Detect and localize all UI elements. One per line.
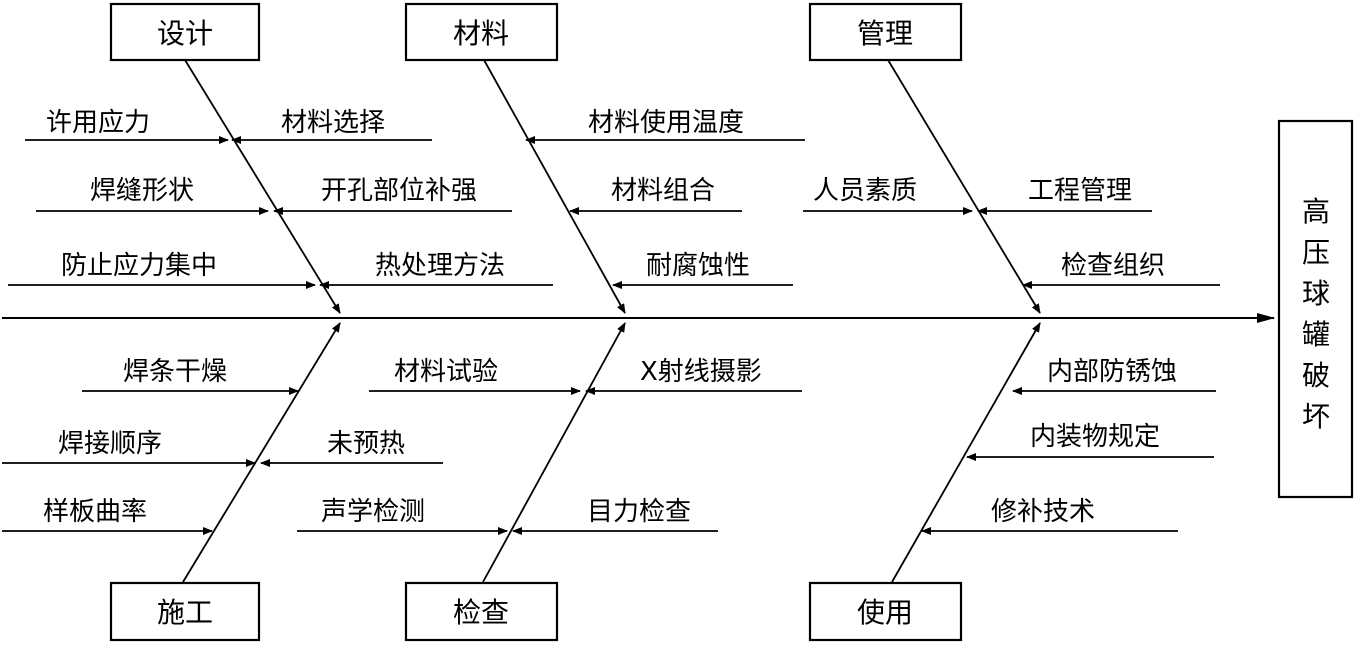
category-construction: 施工 焊条干燥 焊接顺序 未预热 样板曲率: [2, 322, 443, 642]
category-label-management: 管理: [857, 17, 913, 50]
cause-construction-no-preheat: 未预热: [327, 429, 405, 459]
cause-design-material-selection: 材料选择: [281, 108, 385, 138]
cause-design-heat-treatment: 热处理方法: [375, 251, 505, 281]
category-usage: 使用 内部防锈蚀 内装物规定 修补技术: [808, 322, 1216, 642]
cause-management-personnel-quality: 人员素质: [813, 176, 917, 206]
cause-usage-internal-rust-prevention: 内部防锈蚀: [1047, 357, 1177, 387]
bone-design: [184, 59, 341, 314]
bone-construction: [182, 322, 341, 583]
cause-construction-template-curvature: 样板曲率: [43, 497, 147, 527]
effect-char: 破: [1302, 359, 1330, 392]
effect-char: 坏: [1302, 400, 1330, 433]
effect-char: 球: [1302, 277, 1330, 310]
bone-management: [887, 59, 1041, 314]
cause-design-stress-concentration: 防止应力集中: [61, 251, 217, 281]
cause-construction-electrode-drying: 焊条干燥: [123, 357, 227, 387]
cause-material-combination: 材料组合: [611, 176, 715, 206]
effect-box: 高 压 球 罐 破 坏: [1277, 119, 1354, 499]
category-box-construction: [109, 581, 261, 642]
category-box-usage: [808, 581, 963, 642]
cause-design-weld-shape: 焊缝形状: [90, 176, 194, 206]
category-box-inspection: [404, 581, 559, 642]
cause-usage-contents-regulation: 内装物规定: [1030, 422, 1160, 452]
cause-design-opening-reinforcement: 开孔部位补强: [321, 176, 477, 206]
category-design: 设计 许用应力 材料选择 焊缝形状 开孔部位补强 防止应力集中 热处理方法: [8, 2, 553, 314]
category-box-design: [109, 2, 261, 62]
category-label-usage: 使用: [857, 596, 913, 629]
bone-material: [483, 59, 626, 314]
category-inspection: 检查 材料试验 X射线摄影 声学检测 目力检查: [297, 322, 802, 642]
effect-char: 罐: [1302, 318, 1330, 351]
category-management: 管理 人员素质 工程管理 检查组织: [803, 2, 1220, 314]
cause-inspection-material-testing: 材料试验: [394, 357, 498, 387]
cause-inspection-acoustic: 声学检测: [321, 497, 425, 527]
cause-management-inspection-org: 检查组织: [1061, 251, 1165, 281]
cause-inspection-xray: X射线摄影: [640, 357, 762, 387]
cause-inspection-visual: 目力检查: [587, 497, 691, 527]
cause-construction-welding-sequence: 焊接顺序: [58, 429, 162, 459]
category-material: 材料 材料使用温度 材料组合 耐腐蚀性: [404, 2, 805, 314]
cause-material-usage-temperature: 材料使用温度: [588, 108, 744, 138]
cause-material-corrosion-resistance: 耐腐蚀性: [646, 251, 750, 281]
bone-usage: [891, 322, 1041, 583]
bone-inspection: [482, 322, 626, 583]
cause-usage-repair-technique: 修补技术: [991, 497, 1095, 527]
category-label-material: 材料: [453, 17, 509, 50]
category-box-material: [404, 2, 559, 62]
category-label-inspection: 检查: [453, 596, 509, 629]
effect-char: 高: [1302, 195, 1330, 228]
category-label-design: 设计: [157, 17, 213, 50]
effect-char: 压: [1302, 236, 1330, 269]
category-label-construction: 施工: [157, 596, 213, 629]
cause-management-engineering: 工程管理: [1028, 176, 1132, 206]
category-box-management: [808, 2, 963, 62]
cause-design-allowable-stress: 许用应力: [46, 108, 150, 138]
